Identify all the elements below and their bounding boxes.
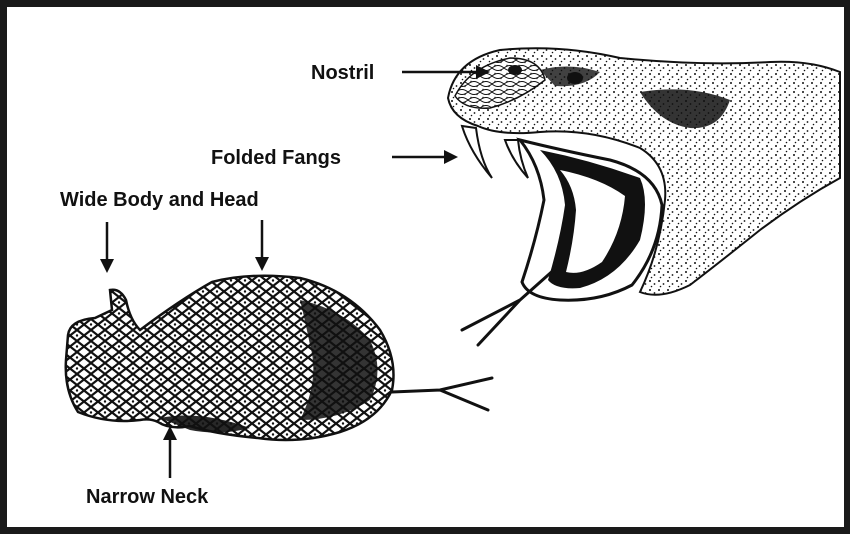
- arrow-folded-fangs: [392, 150, 458, 164]
- snake-coiled-body: [66, 276, 492, 440]
- snake-head-open-mouth: [448, 48, 840, 345]
- label-narrow-neck: Narrow Neck: [86, 487, 208, 507]
- label-wide-body-and-head: Wide Body and Head: [60, 190, 259, 210]
- snake-body-tongue: [392, 378, 492, 410]
- eye-icon: [567, 72, 583, 84]
- arrow-wide-body-left: [100, 222, 114, 273]
- arrow-narrow-neck: [163, 426, 177, 478]
- snake-tongue: [462, 268, 556, 345]
- fang-front: [462, 126, 492, 178]
- label-nostril: Nostril: [311, 63, 374, 83]
- arrow-nostril: [402, 65, 490, 79]
- label-folded-fangs: Folded Fangs: [211, 148, 341, 168]
- arrow-wide-body-right: [255, 220, 269, 271]
- nostril-icon: [508, 65, 522, 75]
